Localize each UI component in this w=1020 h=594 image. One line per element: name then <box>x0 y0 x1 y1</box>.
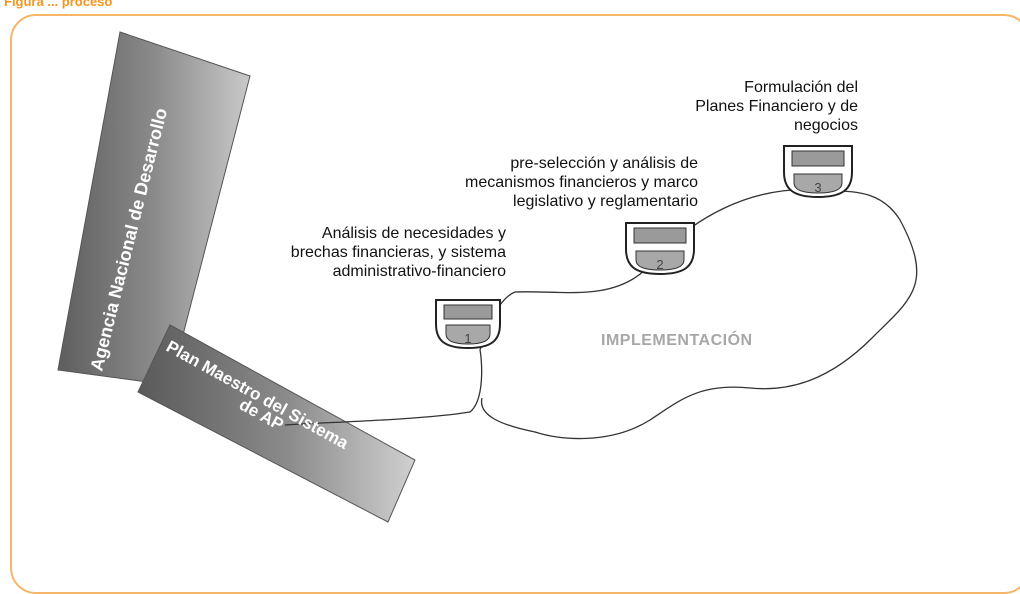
step-number-1: 1 <box>464 331 471 346</box>
step-number-3: 3 <box>814 180 821 195</box>
implementation-label: IMPLEMENTACIÓN <box>601 332 753 349</box>
step-3-caption: Formulación del Planes Financiero y de n… <box>695 79 858 134</box>
implementation-loop-path <box>284 188 918 440</box>
step-number-2: 2 <box>656 257 663 272</box>
plan-maestro-bar <box>137 324 416 523</box>
step-badge-1 <box>435 299 501 350</box>
step-2-caption: pre-selección y análisis de mecanismos f… <box>465 155 698 210</box>
step-badge-2 <box>625 222 695 276</box>
figure-header-label: Figura ... proceso <box>4 0 113 9</box>
step-badge-3 <box>783 145 853 199</box>
agencia-bar <box>57 31 251 386</box>
process-diagram: 1 2 3 Agencia Nacional de Desarrollo Pla… <box>57 31 918 523</box>
step-1-caption: Análisis de necesidades y brechas financ… <box>290 225 506 280</box>
